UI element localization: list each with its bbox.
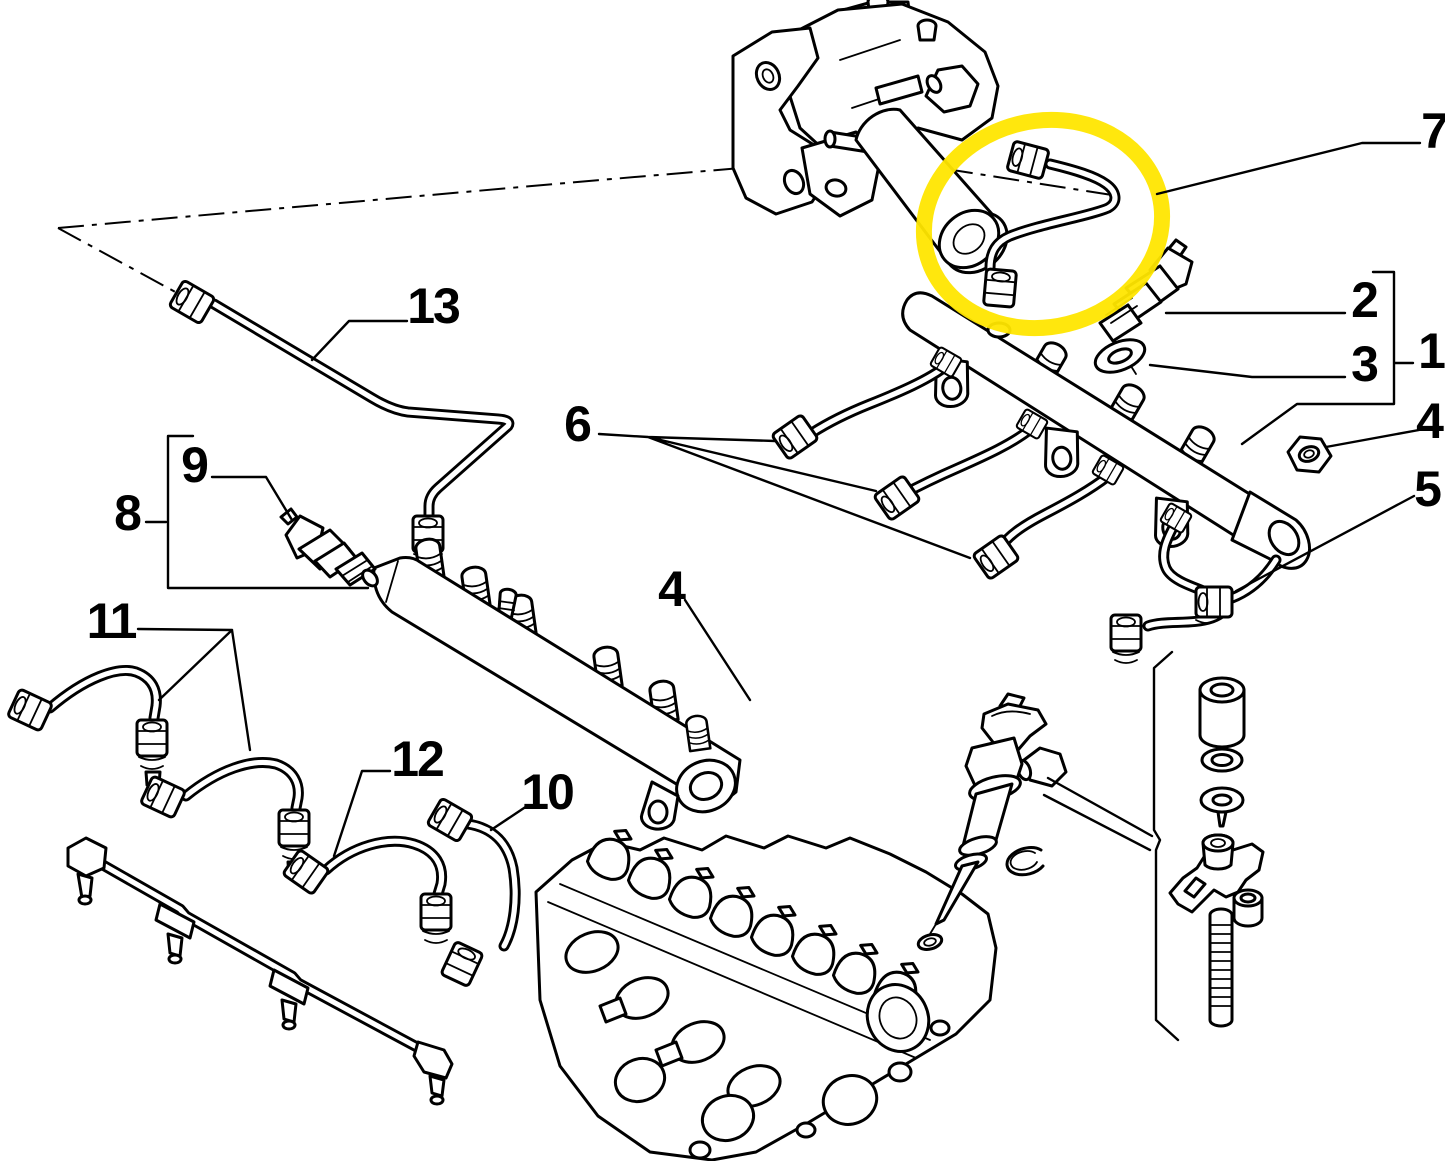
fuel-return-rail: [66, 836, 454, 1106]
fuel-rail-2: [372, 536, 742, 831]
callout-11: 11: [86, 593, 138, 649]
injector: [916, 692, 1068, 951]
highlight-circle: [915, 111, 1171, 337]
callout-8: 8: [114, 485, 142, 541]
injector-pipes: [770, 345, 1226, 664]
callout-1: 1: [1418, 323, 1445, 379]
fuel-pipes-11: [5, 671, 311, 877]
cylinder-head: [534, 819, 998, 1161]
callout-4-center: 4: [658, 561, 686, 617]
callout-5: 5: [1414, 461, 1442, 517]
pressure-sensor: [1098, 238, 1194, 375]
callout-2: 2: [1351, 272, 1379, 328]
sealing-washer: [1093, 338, 1147, 374]
callout-12: 12: [391, 731, 445, 787]
callout-7: 7: [1421, 103, 1445, 159]
injection-pump: [731, 0, 1009, 275]
callout-13: 13: [407, 278, 461, 334]
fuel-pipe-12: [281, 841, 453, 944]
fuel-rail: [901, 291, 1311, 570]
callout-10: 10: [521, 764, 575, 820]
callout-4-right: 4: [1416, 393, 1444, 449]
callout-6: 6: [564, 396, 592, 452]
rail-sensor: [279, 507, 379, 588]
injector-mounting-parts: [1152, 650, 1265, 1042]
callout-leader-lines: [136, 141, 1422, 858]
fuel-pipe-5: [1194, 560, 1276, 624]
injector-circlip: [1005, 846, 1045, 877]
callout-9: 9: [181, 437, 209, 493]
nut-right: [1286, 435, 1333, 474]
callout-3: 3: [1351, 336, 1379, 392]
